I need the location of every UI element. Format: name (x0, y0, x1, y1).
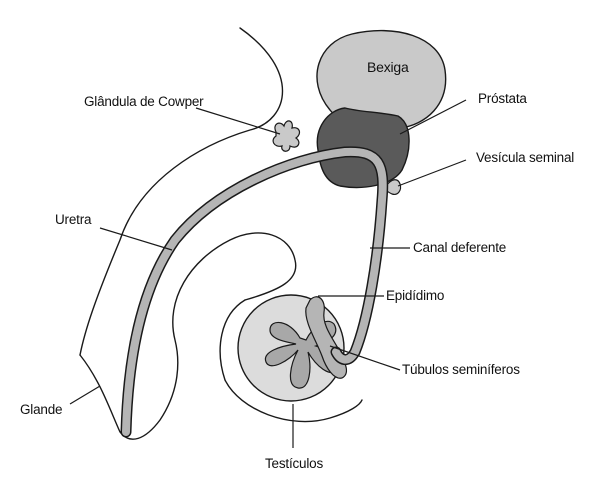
leader-vesicula (397, 159, 467, 187)
leader-uretra (99, 227, 173, 251)
labels: Bexiga Próstata Glândula de Cowper Vesíc… (20, 59, 575, 471)
body-outline (79, 27, 363, 440)
label-uretra: Uretra (55, 212, 92, 227)
label-glande: Glande (20, 402, 62, 417)
leader-lines (69, 99, 467, 448)
label-bexiga: Bexiga (367, 59, 409, 75)
leader-prostata (399, 99, 467, 135)
urethra-tube (120, 146, 389, 438)
leader-cowper (195, 107, 281, 135)
cowper-gland-shape (272, 120, 301, 152)
label-tubulos: Túbulos seminíferos (402, 362, 520, 377)
label-epididimo: Epidídimo (386, 288, 444, 303)
leader-tubulos (329, 345, 401, 371)
label-prostata: Próstata (478, 91, 527, 106)
label-canal: Canal deferente (413, 240, 506, 255)
label-vesicula: Vesícula seminal (476, 150, 574, 165)
leader-glande (69, 385, 101, 405)
label-testiculos: Testículos (265, 456, 323, 471)
label-cowper: Glândula de Cowper (84, 94, 204, 109)
